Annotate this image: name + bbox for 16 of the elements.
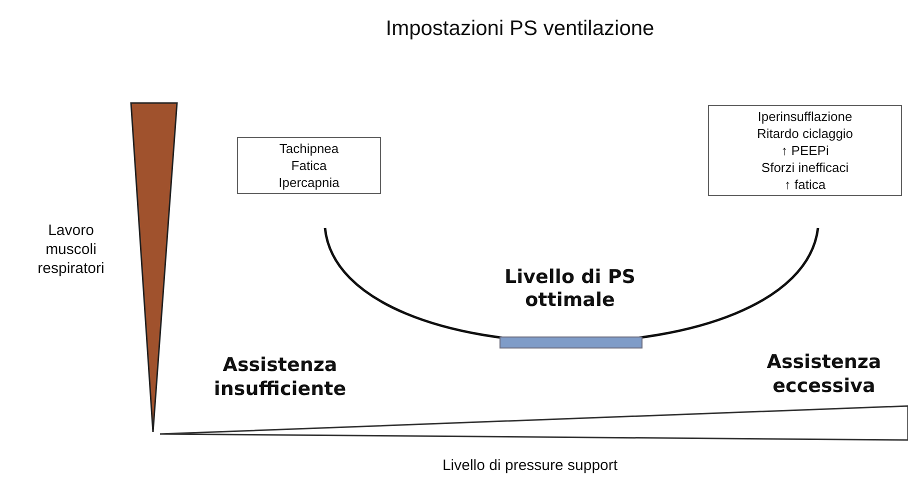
list-item: ↑ fatica: [784, 176, 826, 193]
list-item: Iperinsufflazione: [758, 108, 852, 125]
symptom-box: [237, 137, 381, 194]
list-item: ↑ PEEPi: [781, 142, 829, 159]
list-item: Ritardo ciclaggio: [756, 125, 854, 142]
list-item: Ipercapnia: [278, 174, 340, 191]
list-item: Sforzi inefficaci: [761, 159, 849, 176]
symptom-box: [708, 105, 902, 196]
list-item: Fatica: [291, 157, 327, 174]
optimum-label: Livello di PS ottimale: [504, 266, 636, 312]
list-item: Tachipnea: [279, 140, 339, 157]
axis-label: Lavoro muscoli respiratori: [36, 221, 106, 278]
region-label: Assistenza eccessiva: [766, 350, 882, 398]
axis-label: Livello di pressure support: [441, 456, 619, 476]
title: Impostazioni PS ventilazione: [384, 16, 656, 42]
region-label: Assistenza insufficiente: [212, 353, 348, 401]
